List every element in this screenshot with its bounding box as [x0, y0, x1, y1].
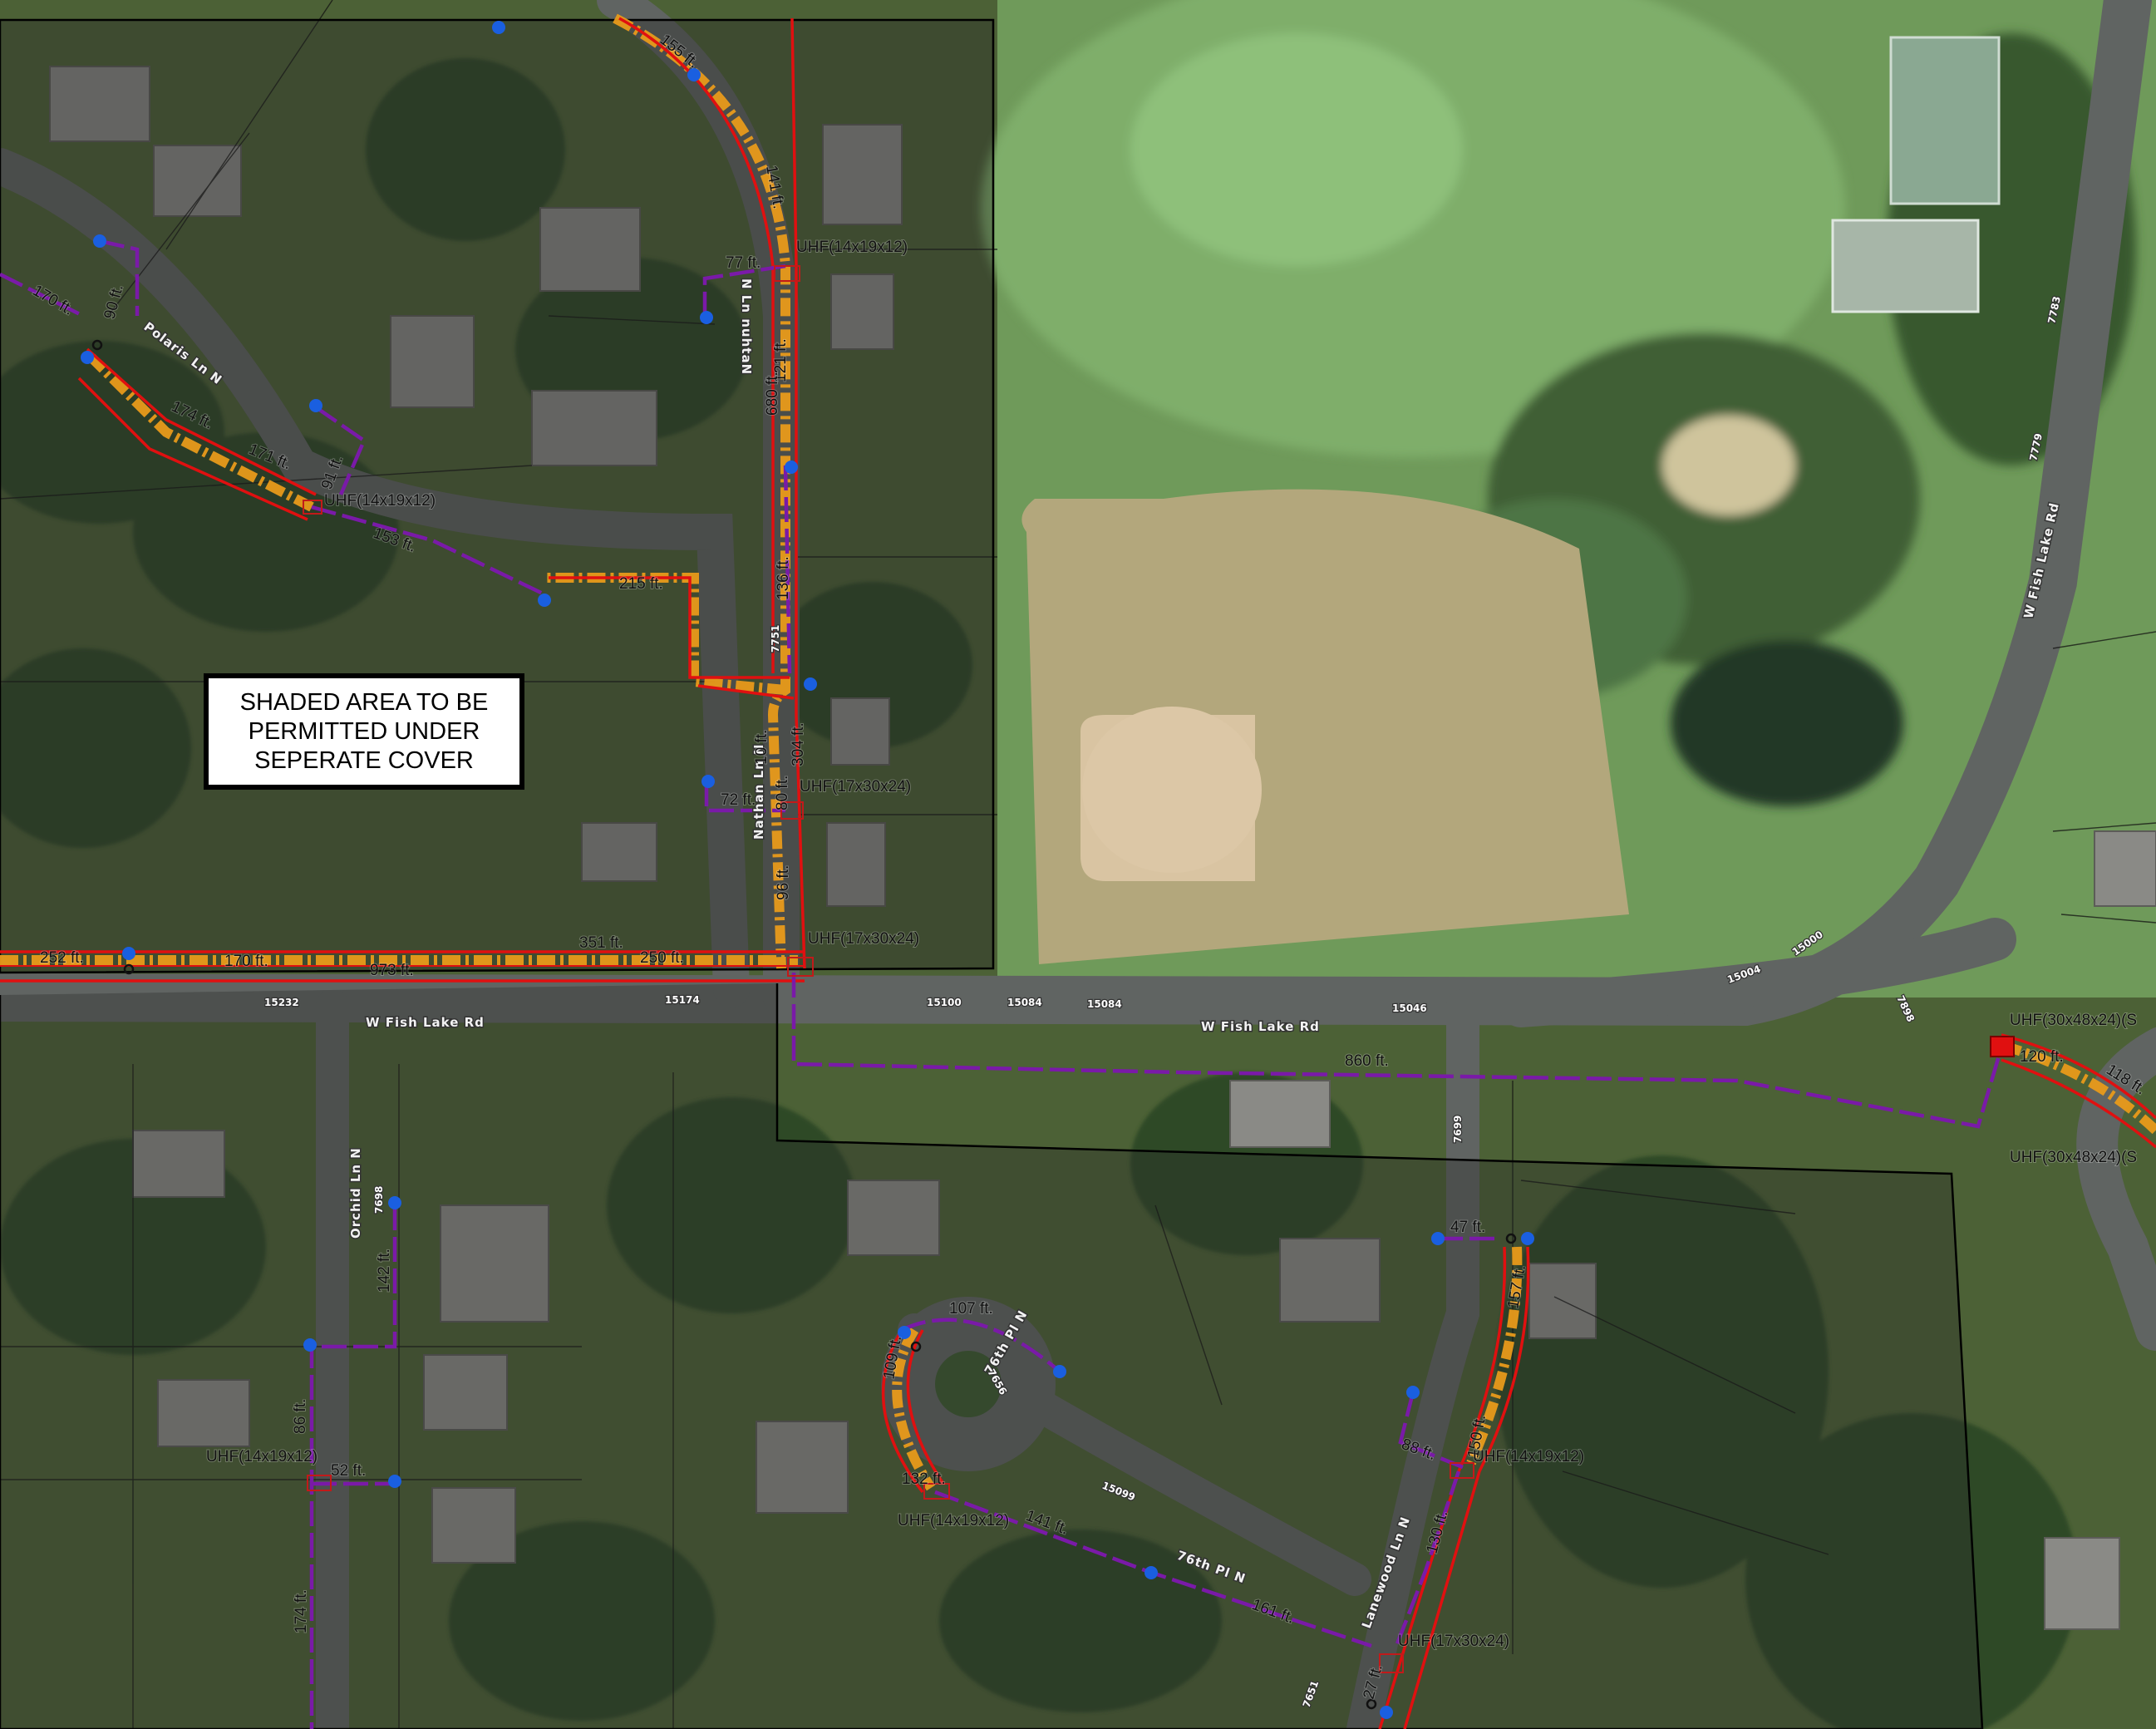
measurement-label: 132 ft. [902, 1470, 946, 1488]
pole-markers [91, 339, 1517, 1710]
measurement-label: 52 ft. [331, 1462, 366, 1480]
vault-labels: UHF(14x19x12) UHF(14x19x12) UHF(17x30x24… [205, 238, 2138, 1651]
road-label-nathan-lower: Nathan Ln N [751, 743, 766, 840]
measurement-label: 973 ft. [370, 962, 414, 979]
measurement-label: 120 ft. [2020, 1048, 2064, 1066]
note-line: SHADED AREA TO BE [239, 688, 489, 716]
vault-label: UHF(30x48x24)(S [2010, 1149, 2137, 1166]
address-label: 15174 [665, 994, 700, 1006]
road-label-nathan-upper: N Ln nuhtaN [739, 278, 754, 375]
measurement-label: 252 ft. [40, 949, 84, 967]
vault-label: UHF(14x19x12) [898, 1512, 1009, 1530]
measurement-label: 72 ft. [721, 791, 756, 809]
service-drops [0, 239, 2004, 1729]
address-label: 7698 [373, 1186, 385, 1214]
address-label: 15232 [264, 997, 299, 1008]
measurement-label: 170 ft. [224, 953, 268, 970]
vault-label: UHF(14x19x12) [1473, 1448, 1584, 1465]
measurement-label: 47 ft. [1450, 1219, 1485, 1236]
shaded-area-note: SHADED AREA TO BE PERMITTED UNDER SEPERA… [204, 673, 524, 790]
address-label: 7699 [1452, 1116, 1464, 1143]
vault-label: UHF(17x30x24) [1398, 1633, 1509, 1650]
measurement-label: 142 ft. [376, 1249, 393, 1293]
measurement-label: 351 ft. [579, 934, 623, 952]
vault-label: UHF(14x19x12) [324, 492, 436, 510]
measurement-label: 77 ft. [726, 254, 761, 272]
vault-label: UHF(17x30x24) [800, 778, 911, 796]
address-label: 15046 [1392, 1002, 1427, 1014]
vault-label: UHF(14x19x12) [796, 239, 908, 256]
measurement-label: 136 ft. [775, 556, 792, 600]
measurement-label: 215 ft. [619, 575, 663, 593]
shaded-area-south [0, 983, 1984, 1729]
address-label: 15084 [1087, 998, 1122, 1010]
note-line: SEPERATE COVER [254, 746, 474, 774]
address-label: 15084 [1007, 997, 1042, 1008]
measurement-label: 121 ft. [772, 338, 790, 382]
shaded-area-north [0, 18, 995, 974]
network-nodes [81, 21, 1534, 1719]
note-line: PERMITTED UNDER [248, 717, 480, 745]
road-label-fish-lake-west: W Fish Lake Rd [366, 1015, 485, 1030]
measurement-label: 96 ft. [775, 865, 792, 900]
measurement-label: 80 ft. [774, 776, 791, 810]
vault-label: UHF(14x19x12) [206, 1448, 317, 1465]
measurement-label: 86 ft. [292, 1399, 309, 1434]
conduit-routes [0, 13, 2156, 1729]
measurement-label: 304 ft. [790, 722, 807, 766]
road-label-orchid: Orchid Ln N [348, 1147, 363, 1239]
vault-label: UHF(30x48x24)(S [2010, 1012, 2137, 1029]
measurement-label: 107 ft. [949, 1300, 993, 1318]
vault-markers [303, 265, 1474, 1673]
measurement-label: 680 ft. [764, 372, 781, 416]
address-label: 7751 [770, 625, 781, 653]
measurement-label: 10 ft. [753, 730, 770, 765]
road-label-fish-lake-mid: W Fish Lake Rd [1201, 1019, 1320, 1034]
measurement-label: 250 ft. [640, 949, 684, 967]
measurement-label: 174 ft. [293, 1589, 310, 1633]
address-label: 15100 [927, 997, 962, 1008]
vault-label: UHF(17x30x24) [808, 930, 919, 948]
vault-marker-large [1990, 1036, 2015, 1057]
measurement-label: 860 ft. [1345, 1052, 1389, 1070]
